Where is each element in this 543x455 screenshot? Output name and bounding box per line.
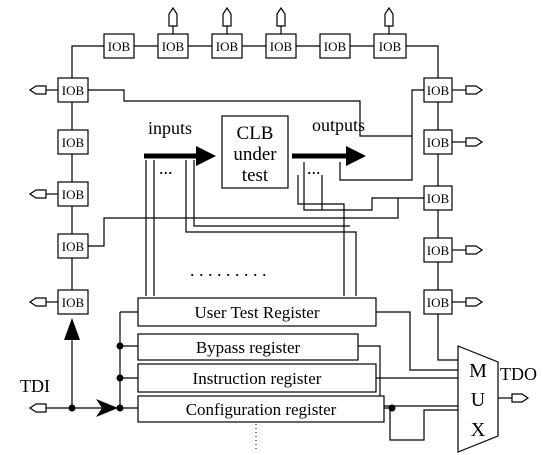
iob-left-1: IOB (57, 77, 89, 103)
iob-top-5: IOB (319, 33, 351, 59)
iob-top-2: IOB (157, 33, 189, 59)
svg-text:IOB: IOB (427, 135, 450, 150)
iob-right-2: IOB (423, 129, 453, 155)
iob-top-6: IOB (373, 33, 407, 59)
svg-text:IOB: IOB (108, 39, 131, 54)
svg-text:M: M (469, 360, 487, 382)
svg-text:IOB: IOB (62, 239, 85, 254)
svg-text:IOB: IOB (62, 135, 85, 150)
left-pins (28, 85, 58, 307)
mux: M U X (457, 345, 499, 453)
configuration-register: Configuration register (137, 395, 385, 423)
iob-chain-wiring (71, 45, 458, 361)
junction-dots (68, 342, 396, 412)
iob-top-1: IOB (103, 33, 135, 59)
svg-text:U: U (471, 389, 486, 411)
iob-boxes: IOB IOB IOB IOB IOB IOB IOB IOB IOB IOB … (57, 33, 453, 315)
pin-right-1 (452, 85, 484, 95)
svg-text:Configuration register: Configuration register (186, 400, 337, 419)
clb-line-2: under (233, 144, 277, 165)
iob-left-5: IOB (57, 289, 89, 315)
svg-text:X: X (471, 419, 486, 441)
svg-text:IOB: IOB (427, 295, 450, 310)
tdi-label: TDI (20, 376, 50, 396)
bypass-register: Bypass register (137, 333, 359, 361)
tdi-up-arrow (64, 318, 80, 340)
pin-left-2 (28, 189, 58, 199)
iob-top-3: IOB (211, 33, 243, 59)
inputs-label: inputs (148, 118, 192, 138)
svg-text:IOB: IOB (324, 39, 347, 54)
io-buses (144, 146, 366, 166)
iob-left-4: IOB (57, 233, 89, 259)
svg-text:Bypass register: Bypass register (196, 338, 301, 357)
pin-right-4 (452, 297, 484, 307)
svg-text:Instruction register: Instruction register (193, 369, 322, 388)
iob-right-3: IOB (423, 185, 453, 211)
iob-left-3: IOB (57, 181, 89, 207)
instruction-register: Instruction register (137, 363, 377, 393)
iob-right-1: IOB (423, 77, 453, 103)
svg-text:IOB: IOB (62, 295, 85, 310)
svg-text:IOB: IOB (427, 243, 450, 258)
tdo-pin (511, 393, 530, 403)
right-pins (452, 85, 484, 307)
svg-text:IOB: IOB (216, 39, 239, 54)
inputs-ellipsis: ... (159, 158, 173, 178)
pin-top-1 (168, 6, 178, 34)
clb-line-3: test (242, 165, 269, 186)
clb-line-1: CLB (237, 123, 274, 144)
iob-left-2: IOB (57, 129, 89, 155)
user-test-register: User Test Register (137, 297, 377, 327)
tdo-label: TDO (500, 364, 537, 384)
iob-right-5: IOB (423, 289, 453, 315)
pin-top-4 (384, 6, 394, 34)
dots-row: . . . . . . . . . (190, 260, 267, 280)
pin-right-3 (452, 245, 484, 255)
svg-text:IOB: IOB (427, 191, 450, 206)
tdi-pin (28, 403, 47, 413)
svg-text:IOB: IOB (62, 187, 85, 202)
pin-top-3 (276, 6, 286, 34)
svg-text:IOB: IOB (427, 83, 450, 98)
svg-text:IOB: IOB (379, 39, 402, 54)
svg-text:IOB: IOB (270, 39, 293, 54)
iob-top-4: IOB (265, 33, 297, 59)
pin-top-2 (222, 6, 232, 34)
clb-under-test: CLB under test (221, 115, 289, 189)
svg-text:User Test Register: User Test Register (194, 303, 319, 322)
tdi-right-arrow (96, 399, 118, 417)
svg-text:IOB: IOB (62, 83, 85, 98)
pin-right-2 (452, 137, 484, 147)
outputs-label: outputs (312, 115, 365, 135)
top-pins (168, 6, 394, 34)
outputs-ellipsis: ... (307, 158, 321, 178)
pin-left-1 (28, 85, 58, 95)
iob-right-4: IOB (423, 237, 453, 263)
pin-left-3 (28, 297, 58, 307)
svg-text:IOB: IOB (162, 39, 185, 54)
